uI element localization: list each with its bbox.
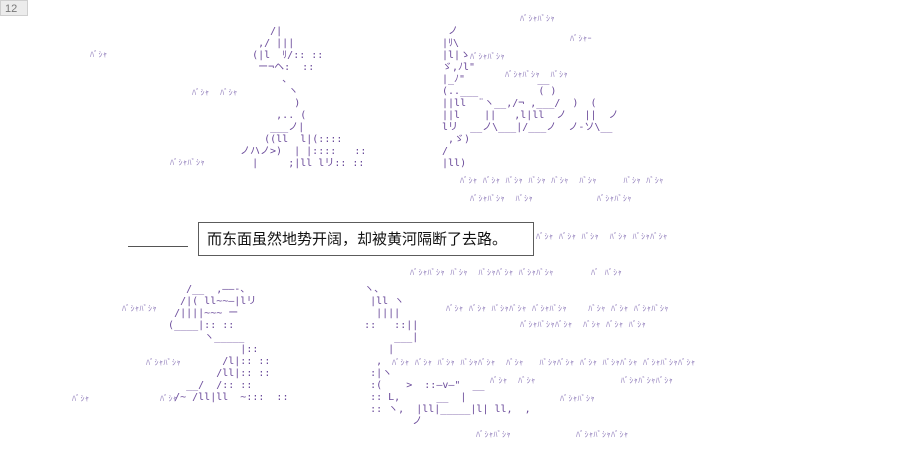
wave-texture: ﾊﾞｼｬｰ bbox=[570, 34, 592, 43]
wave-texture: ﾊﾞｼｬ ﾊﾞｼｬ ﾊﾞｼｬ ﾊﾞｼｬ ﾊﾞｼｬ ﾊﾞｼｬ ﾊﾞｼｬ ﾊﾞｼｬ bbox=[460, 176, 664, 185]
wave-texture: ﾊﾞｼｬ ﾊﾞｼｬ ﾊﾞｼｬ ﾊﾞｼｬﾊﾞｼｬ ﾊﾞｼｬ ﾊﾞｼｬﾊﾞｼｬ ﾊﾞ… bbox=[392, 358, 696, 367]
wave-texture: ﾊﾞｼｬﾊﾞｼｬ bbox=[560, 394, 595, 403]
wave-texture: ﾊﾞｼｬﾊﾞｼｬﾊﾞｼｬ bbox=[576, 430, 629, 439]
wave-texture: ﾊﾞｼｬ bbox=[160, 394, 178, 403]
wave-texture: ﾊﾞｼｬ ﾊﾞｼｬ ﾊﾞｼｬ ﾊﾞｼｬ ﾊﾞｼｬﾊﾞｼｬ bbox=[536, 232, 668, 241]
wave-texture: ﾊﾞｼｬﾊﾞｼｬ bbox=[170, 158, 205, 167]
wave-texture: ﾊﾞｼｬ ﾊﾞｼｬ bbox=[192, 88, 238, 97]
wave-texture: ﾊﾞｼｬﾊﾞｼｬ bbox=[146, 358, 181, 367]
wave-texture: ﾊﾞｼｬﾊﾞｼｬ bbox=[122, 304, 157, 313]
wave-texture: ﾊﾞｼｬ bbox=[90, 50, 108, 59]
caption-leader-line bbox=[128, 246, 188, 247]
caption-text: 而东面虽然地势开阔，却被黄河隔断了去路。 bbox=[207, 230, 508, 248]
ascii-art-left-figure-lower: /__ ,——-、 /|( ll~~—|lリ /||||~~~ ー (____|… bbox=[168, 284, 289, 403]
wave-texture: ﾊﾞｼｬ bbox=[72, 394, 90, 403]
wave-texture: ﾊﾞｼｬﾊﾞｼｬ bbox=[476, 430, 511, 439]
wave-texture: ﾊﾞｼｬﾊﾞｼｬ bbox=[520, 14, 555, 23]
wave-texture: ﾊﾞｼｬﾊﾞｼｬ ﾊﾞｼｬ bbox=[505, 70, 569, 79]
wave-texture: ﾊﾞｼｬﾊﾞｼｬ ﾊﾞｼｬ ﾊﾞｼｬﾊﾞｼｬ ﾊﾞｼｬﾊﾞｼｬ ﾊﾞ ﾊﾞｼｬ bbox=[410, 268, 623, 277]
ascii-art-left-figure: /| ,/ ||| (|l ﾘ/:: :: ー¬ヘ: :: 、 ヽ ) ,.. … bbox=[240, 26, 367, 169]
wave-texture: ﾊﾞｼｬ ﾊﾞｼｬ ﾊﾞｼｬﾊﾞｼｬﾊﾞｼｬ bbox=[490, 376, 674, 385]
caption-box: 而东面虽然地势开阔，却被黄河隔断了去路。 bbox=[198, 222, 534, 256]
wave-texture: ﾊﾞｼｬﾊﾞｼｬﾊﾞｼｬ ﾊﾞｼｬ ﾊﾞｼｬ ﾊﾞｼｬ bbox=[520, 320, 647, 329]
ascii-art-right-figure: ノ |ﾘ\ |l|ゝ ゞ,ﾉl" |_ﾉ" __ (..___ ( ) ||ll… bbox=[442, 26, 619, 169]
page-number: 12 bbox=[0, 0, 28, 16]
wave-texture: ﾊﾞｼｬﾊﾞｼｬ ﾊﾞｼｬ ﾊﾞｼｬﾊﾞｼｬ bbox=[470, 194, 632, 203]
ascii-art-right-figure-lower: ヽ、 |ll ヽ |||| :: ::|| ___| | , :|ヽ :( > … bbox=[364, 284, 531, 427]
wave-texture: ﾊﾞｼｬﾊﾞｼｬ bbox=[470, 52, 505, 61]
wave-texture: ﾊﾞｼｬ ﾊﾞｼｬ ﾊﾞｼｬﾊﾞｼｬ ﾊﾞｼｬﾊﾞｼｬ ﾊﾞｼｬ ﾊﾞｼｬ ﾊﾞ… bbox=[446, 304, 669, 313]
